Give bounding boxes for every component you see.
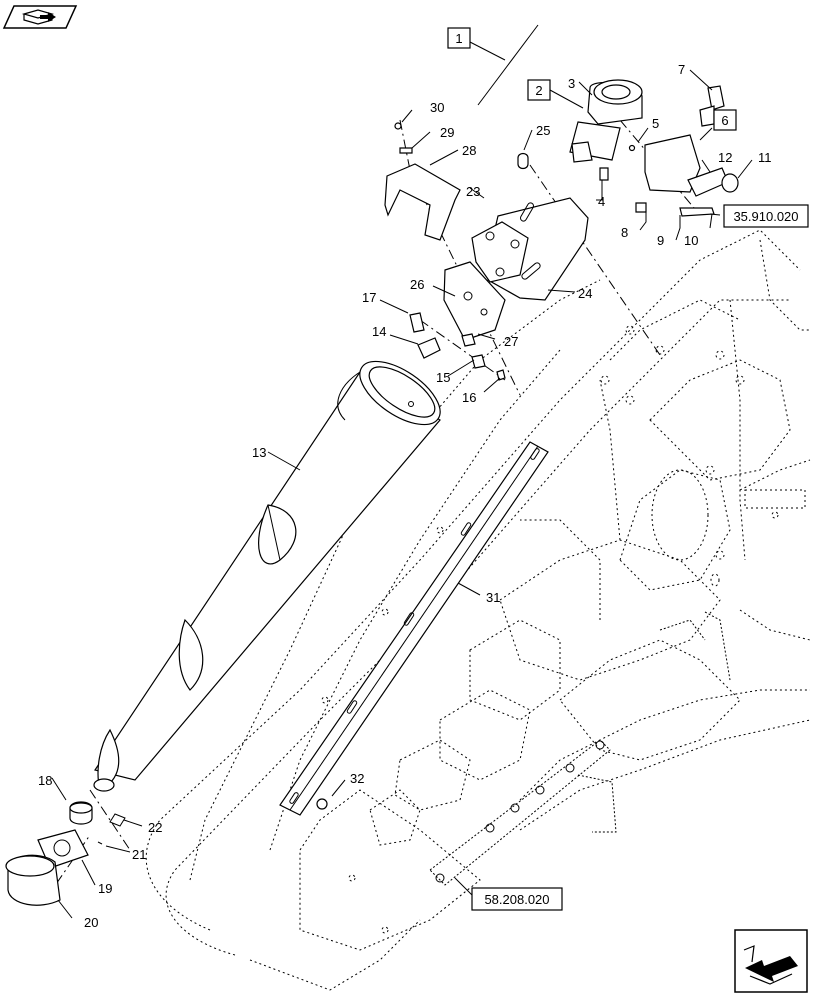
reference-box-35910020[interactable]: 35.910.020 xyxy=(723,204,809,228)
auger-assembly xyxy=(93,360,441,792)
callout-18: 18 xyxy=(38,773,52,788)
return-arrow-icon[interactable] xyxy=(734,929,808,993)
reference-label-58208020: 58.208.020 xyxy=(484,892,549,907)
bottom-bearing-parts xyxy=(5,801,126,906)
leader-lines xyxy=(51,41,753,919)
callout-4: 4 xyxy=(598,194,605,209)
callout-27: 27 xyxy=(504,334,518,349)
reference-label-6: 6 xyxy=(721,113,728,128)
callout-11: 11 xyxy=(758,150,772,165)
reference-label-2: 2 xyxy=(535,83,542,98)
hydraulic-motor xyxy=(569,79,739,217)
callout-labels: 3 4 5 7 8 9 10 11 12 13 14 15 16 17 18 1… xyxy=(38,62,772,930)
callout-15: 15 xyxy=(436,370,450,385)
callout-30: 30 xyxy=(430,100,444,115)
callout-24: 24 xyxy=(578,286,592,301)
fasteners xyxy=(394,122,647,381)
reference-box-2[interactable]: 2 xyxy=(527,79,551,101)
side-bracket xyxy=(429,611,731,886)
callout-20: 20 xyxy=(84,915,98,930)
callout-28: 28 xyxy=(462,143,476,158)
callout-26: 26 xyxy=(410,277,424,292)
callout-19: 19 xyxy=(98,881,112,896)
reference-box-1[interactable]: 1 xyxy=(447,27,471,49)
reference-box-6[interactable]: 6 xyxy=(713,109,737,131)
callout-14: 14 xyxy=(372,324,386,339)
strip-plate xyxy=(279,441,549,816)
callout-3: 3 xyxy=(568,76,575,91)
callout-29: 29 xyxy=(440,125,454,140)
callout-17: 17 xyxy=(362,290,376,305)
callout-16: 16 xyxy=(462,390,476,405)
assembly-axis-lines xyxy=(44,119,701,901)
motor-brackets xyxy=(384,163,589,341)
callout-23: 23 xyxy=(466,184,480,199)
callout-25: 25 xyxy=(536,123,550,138)
callout-31: 31 xyxy=(486,590,500,605)
callout-8: 8 xyxy=(621,225,628,240)
callout-5: 5 xyxy=(652,116,659,131)
callout-13: 13 xyxy=(252,445,266,460)
book-arrow-icon[interactable] xyxy=(2,5,78,29)
callout-9: 9 xyxy=(657,233,664,248)
callout-22: 22 xyxy=(148,820,162,835)
callout-7: 7 xyxy=(678,62,685,77)
reference-label-1: 1 xyxy=(455,31,462,46)
callout-32: 32 xyxy=(350,771,364,786)
callout-21: 21 xyxy=(132,847,146,862)
callout-12: 12 xyxy=(718,150,732,165)
reference-label-35910020: 35.910.020 xyxy=(733,209,798,224)
reference-box-58208020[interactable]: 58.208.020 xyxy=(471,887,563,911)
callout-10: 10 xyxy=(684,233,698,248)
assembly-pointer xyxy=(477,24,539,106)
